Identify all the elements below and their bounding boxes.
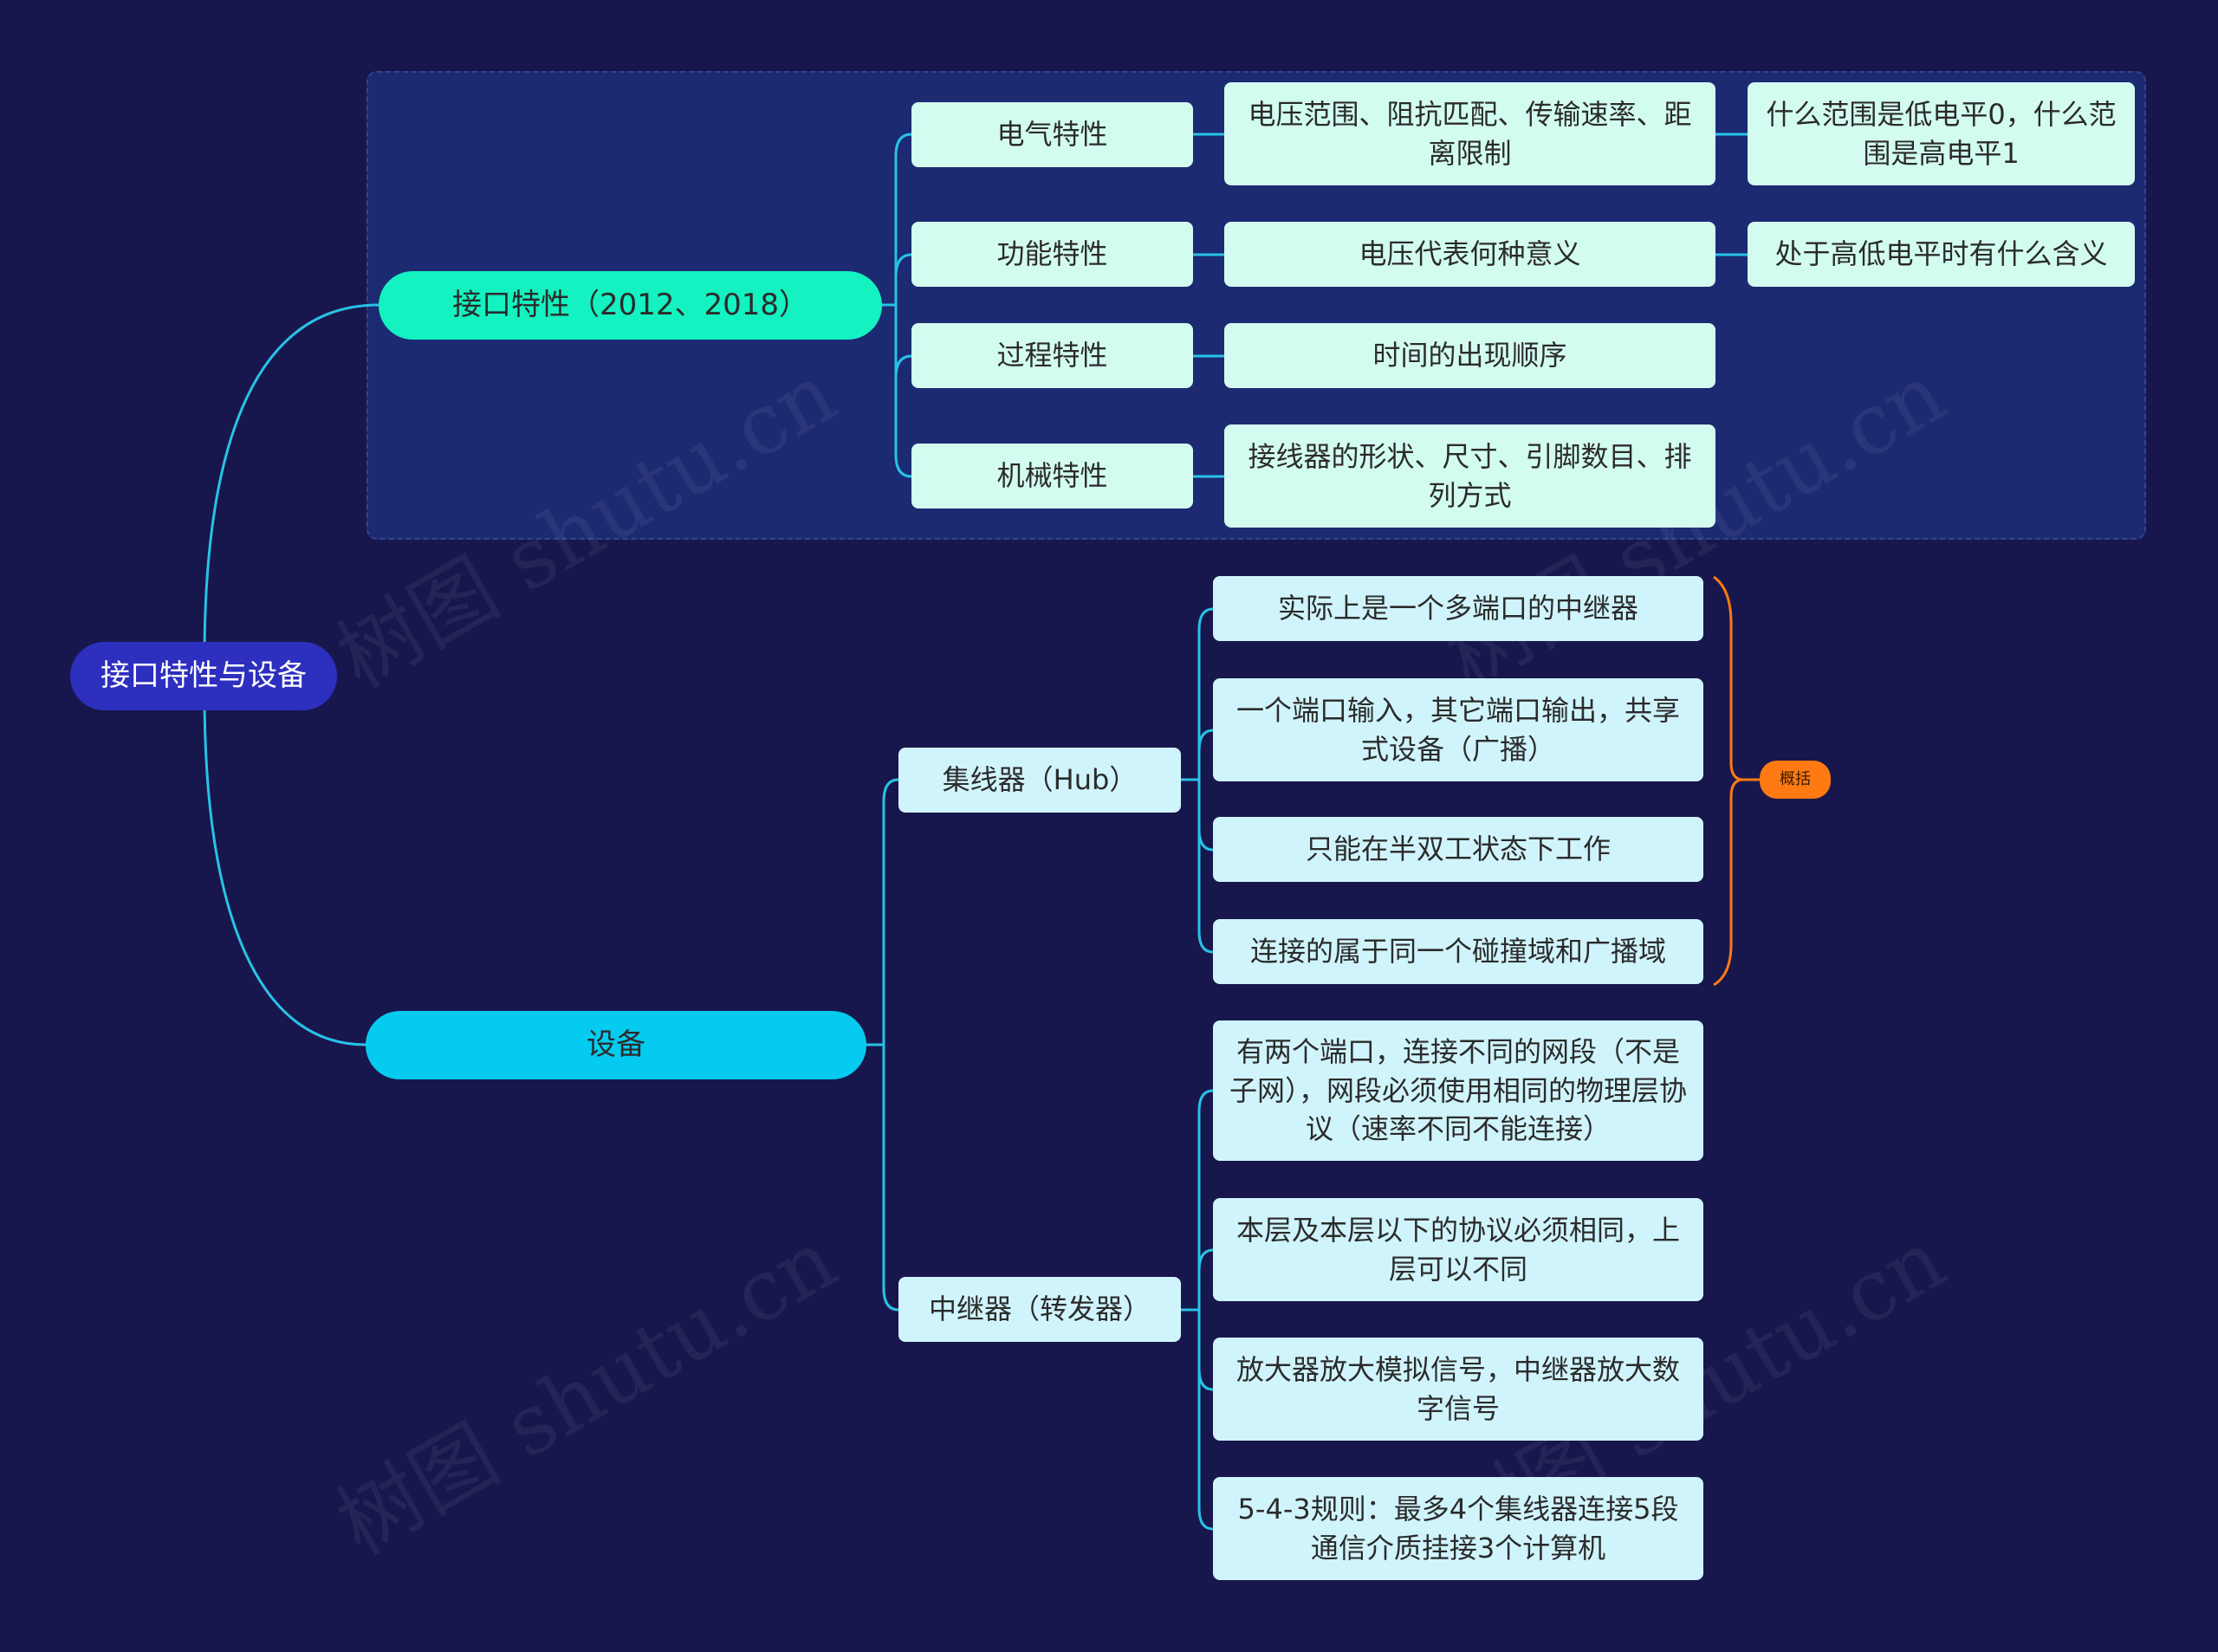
- summary-label: 概括: [1780, 770, 1811, 789]
- mechanical-detail-node[interactable]: 接线器的形状、尺寸、引脚数目、排列方式: [1224, 424, 1715, 528]
- hub-item-text: 一个端口输入，其它端口输出，共享式设备（广播）: [1235, 693, 1680, 766]
- repeater-item-text: 5-4-3规则：最多4个集线器连接5段通信介质挂接3个计算机: [1237, 1492, 1679, 1565]
- hub-item[interactable]: 实际上是一个多端口的中继器: [1213, 576, 1703, 641]
- connector-devices-repeater: [882, 1045, 899, 1312]
- interface-item-label: 电气特性: [996, 118, 1108, 152]
- root-node-label: 接口特性与设备: [101, 658, 307, 693]
- hub-item[interactable]: 一个端口输入，其它端口输出，共享式设备（广播）: [1213, 678, 1703, 781]
- electrical-note-node[interactable]: 什么范围是低电平0，什么范围是高电平1: [1748, 82, 2135, 185]
- hub-item[interactable]: 连接的属于同一个碰撞域和广播域: [1213, 919, 1703, 984]
- interface-item-label: 机械特性: [996, 459, 1108, 493]
- connector-repeater-item-3: [1197, 1310, 1214, 1531]
- note-text: 什么范围是低电平0，什么范围是高电平1: [1766, 97, 2117, 170]
- connector-hub-item-2: [1197, 780, 1214, 852]
- interface-item-functional[interactable]: 功能特性: [911, 222, 1193, 287]
- hub-item[interactable]: 只能在半双工状态下工作: [1213, 817, 1703, 882]
- repeater-item-text: 本层及本层以下的协议必须相同，上层可以不同: [1235, 1213, 1680, 1286]
- detail-text: 电压代表何种意义: [1359, 237, 1581, 271]
- electrical-detail-node[interactable]: 电压范围、阻抗匹配、传输速率、距离限制: [1224, 82, 1715, 185]
- hub-item-text: 实际上是一个多端口的中继器: [1277, 592, 1638, 625]
- functional-detail-node[interactable]: 电压代表何种意义: [1224, 222, 1715, 287]
- connector-hub-item-3: [1197, 780, 1214, 954]
- functional-note-node[interactable]: 处于高低电平时有什么含义: [1748, 222, 2135, 287]
- connector-repeater-item-2: [1197, 1310, 1214, 1391]
- interface-branch-node[interactable]: 接口特性（2012、2018）: [379, 271, 882, 340]
- connector-interface-functional: [894, 253, 912, 305]
- repeater-item-text: 有两个端口，连接不同的网段（不是子网），网段必须使用相同的物理层协议（速率不同不…: [1229, 1034, 1687, 1146]
- summary-brace: [1713, 575, 1744, 987]
- interface-branch-label: 接口特性（2012、2018）: [451, 287, 809, 322]
- hub-label: 集线器（Hub）: [942, 763, 1138, 797]
- detail-text: 接线器的形状、尺寸、引脚数目、排列方式: [1248, 439, 1692, 512]
- interface-item-label: 功能特性: [996, 237, 1108, 271]
- connector-repeater-item-0: [1197, 1089, 1214, 1310]
- interface-item-procedural[interactable]: 过程特性: [911, 323, 1193, 388]
- interface-item-label: 过程特性: [996, 339, 1108, 373]
- connector-hub-item-1: [1197, 729, 1214, 780]
- repeater-label: 中继器（转发器）: [928, 1292, 1151, 1326]
- hub-item-text: 连接的属于同一个碰撞域和广播域: [1249, 935, 1666, 969]
- connector-root-devices: [203, 692, 366, 1046]
- connector-interface-procedural: [894, 305, 912, 379]
- note-text: 处于高低电平时有什么含义: [1774, 237, 2108, 271]
- repeater-item[interactable]: 有两个端口，连接不同的网段（不是子网），网段必须使用相同的物理层协议（速率不同不…: [1213, 1020, 1703, 1161]
- detail-text: 电压范围、阻抗匹配、传输速率、距离限制: [1248, 97, 1692, 170]
- summary-node[interactable]: 概括: [1760, 761, 1831, 799]
- connector-interface-mechanical: [894, 305, 912, 478]
- interface-item-electrical[interactable]: 电气特性: [911, 102, 1193, 167]
- hub-item-text: 只能在半双工状态下工作: [1305, 832, 1611, 866]
- repeater-item[interactable]: 放大器放大模拟信号，中继器放大数字信号: [1213, 1338, 1703, 1441]
- repeater-item-text: 放大器放大模拟信号，中继器放大数字信号: [1235, 1352, 1680, 1425]
- procedural-detail-node[interactable]: 时间的出现顺序: [1224, 323, 1715, 388]
- connector-hub-item-0: [1197, 607, 1214, 780]
- interface-item-mechanical[interactable]: 机械特性: [911, 444, 1193, 509]
- connector-interface-electrical: [894, 133, 912, 305]
- hub-node[interactable]: 集线器（Hub）: [898, 748, 1181, 813]
- detail-text: 时间的出现顺序: [1372, 339, 1567, 373]
- root-node[interactable]: 接口特性与设备: [70, 642, 337, 710]
- connector-root-interface: [203, 303, 379, 659]
- devices-branch-label: 设备: [587, 1027, 645, 1062]
- repeater-item[interactable]: 5-4-3规则：最多4个集线器连接5段通信介质挂接3个计算机: [1213, 1477, 1703, 1580]
- repeater-item[interactable]: 本层及本层以下的协议必须相同，上层可以不同: [1213, 1198, 1703, 1301]
- repeater-node[interactable]: 中继器（转发器）: [898, 1277, 1181, 1342]
- connector-devices-hub: [882, 778, 899, 1045]
- devices-branch-node[interactable]: 设备: [366, 1011, 866, 1079]
- connector-repeater-item-1: [1197, 1248, 1214, 1310]
